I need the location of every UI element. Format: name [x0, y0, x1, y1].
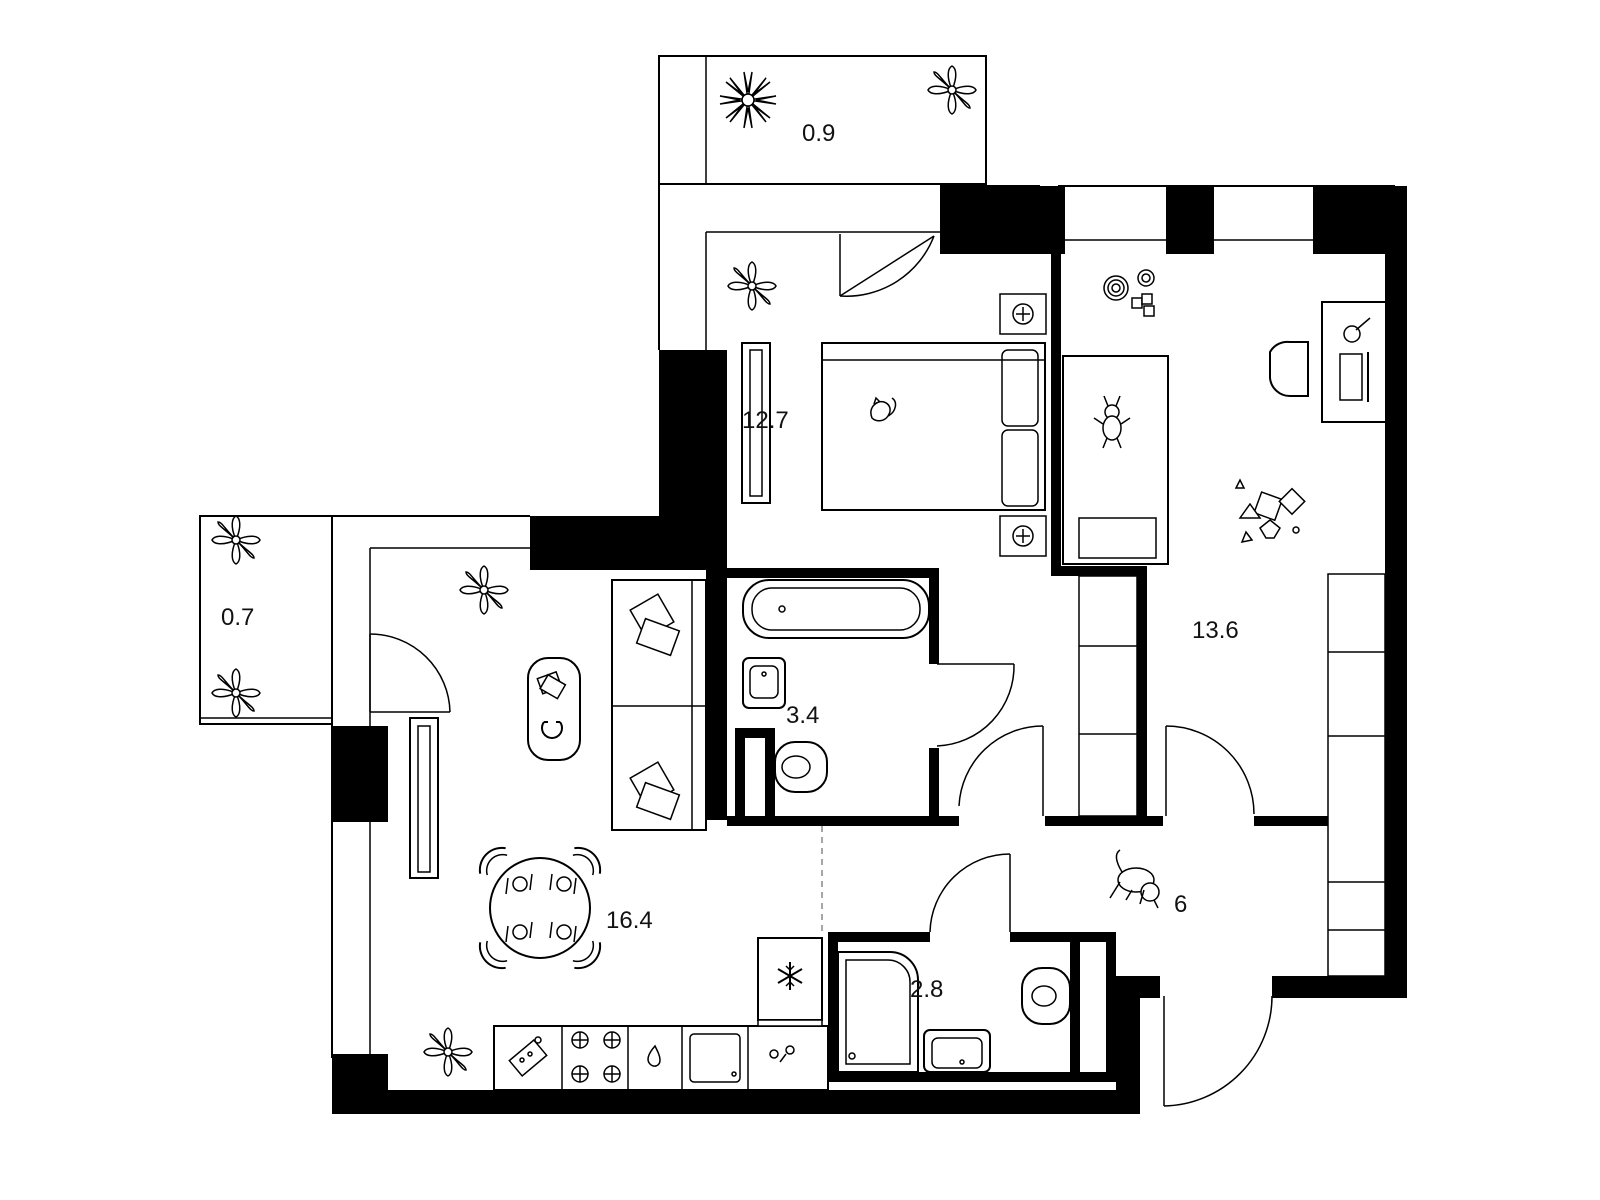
area-label-wc: 2.8 — [910, 976, 943, 1003]
cutlery-icon — [505, 873, 577, 943]
hallway-furniture — [1109, 849, 1160, 909]
toys-icon — [1103, 269, 1155, 301]
cat-icon — [870, 396, 897, 422]
stove-burner-icon — [571, 1031, 621, 1083]
plant-icon — [423, 1027, 473, 1077]
doors — [369, 234, 1273, 1107]
plant-icon — [211, 515, 261, 565]
magnet-icon — [541, 721, 563, 739]
area-label-balcony-left: 0.7 — [221, 604, 254, 631]
plant-icon — [727, 261, 777, 311]
living-kitchen-furniture — [409, 565, 829, 1091]
books-icon — [536, 670, 567, 700]
plant-icon — [211, 668, 261, 718]
abc-blocks-icon — [1131, 293, 1155, 317]
walls — [332, 186, 1407, 1114]
bathroom-furniture — [742, 579, 930, 793]
plant-icon — [927, 65, 977, 115]
balcony-left — [199, 515, 333, 725]
area-label-balcony-top: 0.9 — [802, 120, 835, 147]
flower-icon — [719, 71, 777, 129]
area-label-hallway: 6 — [1174, 891, 1187, 918]
toys-icon — [1234, 478, 1306, 544]
area-label-bedroom: 12.7 — [742, 407, 789, 434]
teddy-bear-icon — [1093, 395, 1131, 449]
faucet-icon — [769, 1045, 795, 1063]
bedroom-furniture — [727, 261, 1047, 557]
dog-icon — [1109, 849, 1160, 909]
plant-icon — [459, 565, 509, 615]
area-label-kids-room: 13.6 — [1192, 617, 1239, 644]
balcony-top — [658, 55, 987, 185]
area-label-living-kitchen: 16.4 — [606, 907, 653, 934]
area-label-bathroom: 3.4 — [786, 702, 819, 729]
snowflake-icon — [777, 962, 803, 990]
kids-room-furniture — [1062, 269, 1387, 977]
wc-furniture — [837, 951, 1071, 1073]
